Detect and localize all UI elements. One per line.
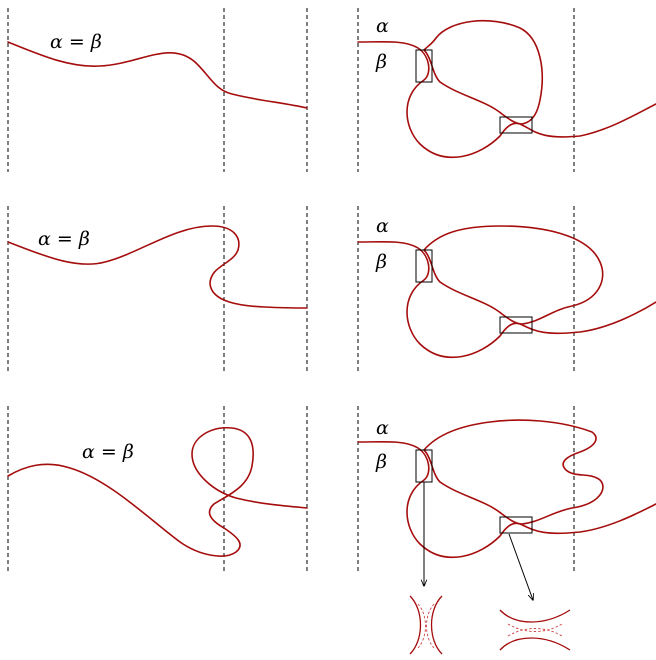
row-2-left-curve [7,225,308,309]
row-3-left-curve [7,427,308,557]
row-3-right-loop [423,419,604,525]
row-1-left-panel: α = β [7,31,308,109]
row-3-alpha-label: α [376,417,389,439]
row-1-right-loop [423,19,543,125]
row-1-left-curve [7,41,308,109]
guide-lines [7,8,575,572]
row-2-alpha-label: α [376,215,389,237]
row-2-right-loop [423,225,604,325]
row-1-equal-label: α = β [50,31,102,53]
arrow-to-zoom-2 [508,533,533,600]
row-3-right-panel: α β [357,417,656,600]
row-2-right-curve [357,240,656,359]
row-2-beta-label: β [375,251,387,273]
row-1-alpha-label: α [376,15,389,37]
row-1-right-panel: α β [357,15,656,159]
zoom-detail-horizontal [499,609,571,651]
zoom-detail-vertical [409,595,443,655]
row-1-right-curve [357,40,656,159]
row-3-beta-label: β [375,451,387,473]
row-3-left-panel: α = β [7,427,308,557]
row-2-crossing-box-2 [499,316,533,334]
row-2-left-panel: α = β [7,225,308,309]
row-2-equal-label: α = β [38,228,90,250]
row-3-equal-label: α = β [82,441,134,463]
row-2-right-panel: α β [357,215,656,359]
row-3-right-curve [357,440,656,559]
row-1-beta-label: β [375,51,387,73]
row-3-crossing-box-2 [499,516,533,534]
row-1-crossing-box-1 [415,49,433,83]
row-1-crossing-box-2 [499,116,533,134]
row-2-crossing-box-1 [415,249,433,283]
